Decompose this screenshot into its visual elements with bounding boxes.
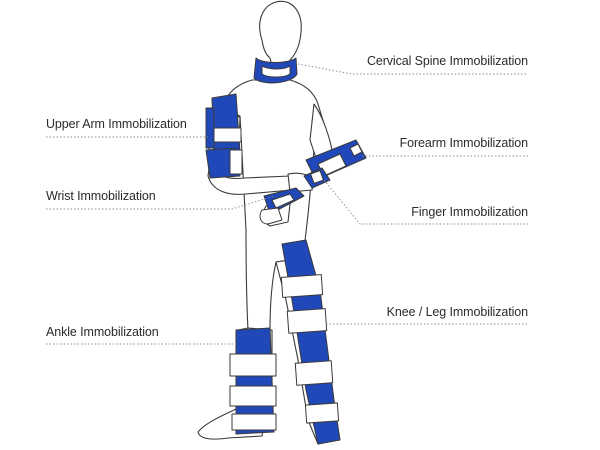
label-knee-leg: Knee / Leg Immobilization xyxy=(386,305,528,319)
splints xyxy=(205,57,367,445)
upper-arm-splint xyxy=(211,93,241,157)
label-forearm: Forearm Immobilization xyxy=(399,136,529,150)
leader-lines xyxy=(46,63,528,345)
head xyxy=(259,0,302,67)
label-upper-arm: Upper Arm Immobilization xyxy=(46,117,187,131)
label-cervical-spine: Cervical Spine Immobilization xyxy=(366,54,528,68)
label-finger: Finger Immobilization xyxy=(411,205,528,219)
leader-wrist xyxy=(46,195,275,210)
leader-cervical xyxy=(297,63,528,75)
label-wrist: Wrist Immobilization xyxy=(46,189,156,203)
label-ankle: Ankle Immobilization xyxy=(46,325,159,339)
leader-finger xyxy=(323,179,528,225)
